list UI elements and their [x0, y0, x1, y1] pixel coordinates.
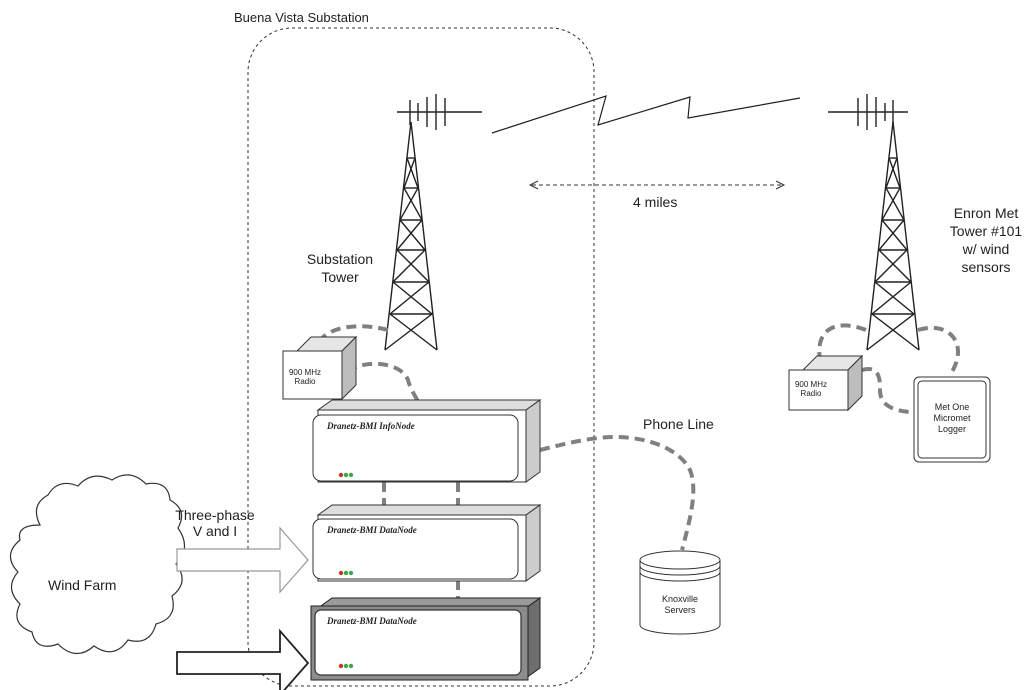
cable-phone-line — [539, 434, 696, 551]
cable-radio-logger — [861, 367, 911, 414]
phone-line-label: Phone Line — [643, 416, 714, 432]
radio-left-label: 900 MHz Radio — [288, 368, 321, 386]
distance-arrow — [528, 180, 786, 190]
substation-label: Buena Vista Substation — [234, 10, 369, 25]
three-phase-arrow-dark — [176, 628, 310, 690]
cable-radio-infonode — [346, 361, 422, 411]
datanode-2-title: Dranetz-BMI DataNode — [327, 616, 417, 626]
servers-cylinder — [639, 550, 721, 635]
servers-label: Knoxville Servers — [661, 594, 699, 615]
radio-box-right — [788, 354, 864, 412]
met-tower — [828, 94, 920, 351]
wind-farm-cloud — [9, 474, 186, 655]
radio-box-left — [282, 335, 358, 401]
met-tower-label: Enron Met Tower #101 w/ wind sensors — [949, 205, 1023, 275]
substation-tower — [384, 94, 482, 351]
cable-met-tower-radio — [817, 323, 867, 361]
distance-label: 4 miles — [633, 194, 678, 210]
wind-farm-label: Wind Farm — [48, 577, 117, 593]
infonode-title: Dranetz-BMI InfoNode — [327, 421, 415, 431]
logger-label: Met One Micromet Logger — [933, 402, 971, 434]
infonode-box — [312, 399, 542, 483]
datanode-1-title: Dranetz-BMI DataNode — [327, 525, 417, 535]
three-phase-label: Three-phase V and I — [175, 507, 255, 539]
substation-boundary — [247, 27, 595, 687]
three-phase-arrow-light — [176, 526, 309, 594]
radio-right-label: 900 MHz Radio — [794, 380, 827, 398]
status-leds — [338, 472, 354, 669]
cable-met-tower-logger — [917, 325, 960, 377]
datanode-1-box — [312, 504, 542, 582]
substation-tower-label: Substation Tower — [306, 251, 374, 285]
radio-link-line — [491, 95, 801, 134]
logger-box — [913, 376, 991, 463]
